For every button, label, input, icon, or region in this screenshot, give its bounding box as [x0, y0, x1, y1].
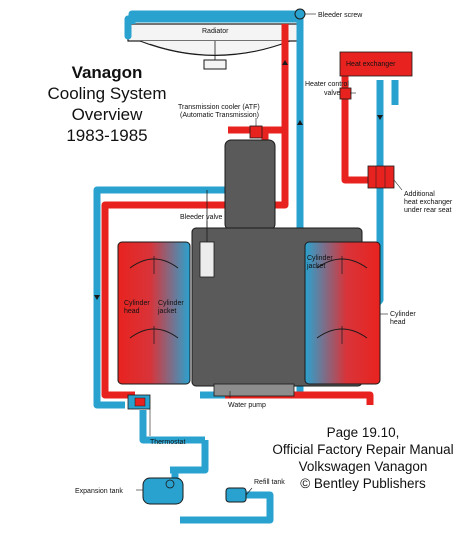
credit-line-3: Volkswagen Vanagon	[298, 459, 428, 474]
cylinder-head-right-label-1: Cylinder	[390, 311, 416, 318]
leader-lines	[136, 13, 403, 496]
title-line-4: 1983-1985	[66, 126, 148, 145]
transmission-cooler-label-1: Transmission cooler (ATF)	[178, 104, 260, 111]
cylinder-head-left-label-1: Cylinder	[124, 300, 150, 307]
title-line-2: Cooling System	[47, 84, 167, 103]
credit-line-4: © Bentley Publishers	[300, 476, 426, 491]
heater-control-valve	[339, 87, 352, 100]
cylinder-head-left-label-2: head	[124, 308, 140, 315]
heat-exchanger: Heat exchanger	[339, 51, 413, 77]
flow-arrows	[94, 60, 383, 300]
additional-hx-label-1: Additional	[404, 191, 435, 198]
additional-hx-label-3: under rear seat	[404, 207, 452, 214]
source-credit: Page 19.10, Official Factory Repair Manu…	[258, 424, 468, 492]
credit-line-1: Page 19.10,	[326, 425, 400, 440]
thermostat	[127, 394, 151, 410]
cylinder-jacket-left-label-2: jacket	[157, 308, 176, 315]
cylinder-jacket-right-label-1: Cylinder	[307, 255, 333, 262]
heat-exchanger-label: Heat exchanger	[346, 61, 396, 68]
cylinder-jacket-right-label-2: jacket	[306, 263, 325, 270]
refill-tank-label: Refill tank	[254, 479, 285, 486]
expansion-tank-label: Expansion tank	[75, 488, 123, 495]
water-pump-label: Water pump	[228, 402, 266, 409]
radiator-label: Radiator	[202, 28, 229, 35]
radiator	[127, 23, 299, 70]
heater-control-valve-label-1: Heater control	[305, 81, 349, 88]
bleeder-screw-label: Bleeder screw	[318, 12, 363, 19]
bleeder-valve-label: Bleeder valve	[180, 214, 223, 221]
title-line-3: Overview	[71, 105, 143, 124]
cylinder-bank-right	[304, 241, 381, 385]
cylinder-jacket-left-label-1: Cylinder	[158, 300, 184, 307]
additional-heat-exchanger	[367, 165, 395, 189]
cylinder-head-right-label-2: head	[390, 319, 406, 326]
expansion-tank	[142, 477, 184, 505]
heater-control-valve-label-2: valve	[324, 90, 340, 97]
thermostat-label: Thermostat	[150, 439, 185, 446]
cylinder-bank-left	[117, 241, 191, 385]
refill-tank	[225, 487, 247, 503]
additional-hx-label-2: heat exchanger	[404, 199, 453, 206]
bleeder-screw	[294, 8, 306, 20]
credit-line-2: Official Factory Repair Manual	[272, 442, 454, 457]
diagram-title: Vanagon Cooling System Overview 1983-198…	[22, 62, 192, 146]
title-line-1: Vanagon	[71, 63, 143, 82]
transmission-cooler	[249, 125, 263, 139]
transmission-cooler-label-2: (Automatic Transmission)	[180, 112, 259, 119]
